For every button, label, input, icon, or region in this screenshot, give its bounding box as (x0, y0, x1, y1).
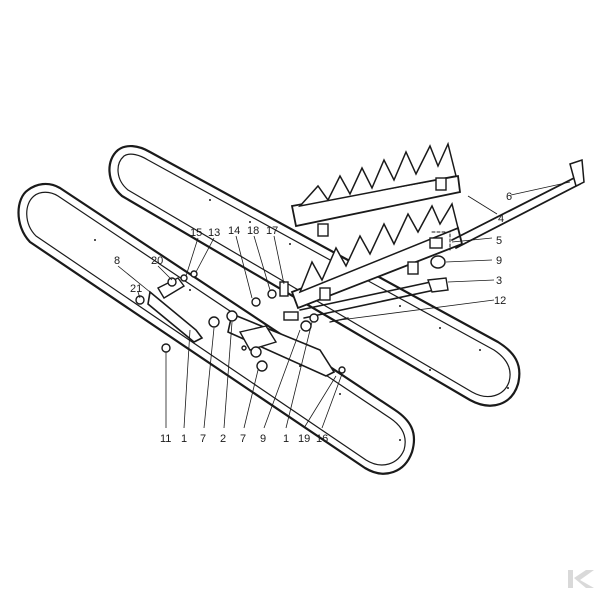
connecting-rod (299, 279, 445, 319)
cutter-bar-upper (290, 141, 461, 237)
callout-1: 1 (181, 433, 187, 445)
belt-left (17, 182, 416, 475)
callout-19: 19 (298, 433, 310, 445)
callout-18: 18 (247, 225, 259, 237)
bearing-parts-right (427, 231, 451, 293)
callout-6: 6 (506, 191, 512, 203)
callout-12: 12 (494, 295, 506, 307)
callout-9: 9 (496, 255, 502, 267)
callout-9: 9 (260, 433, 266, 445)
callout-16: 16 (316, 433, 328, 445)
callout-5: 5 (496, 235, 502, 247)
callout-21: 21 (130, 283, 142, 295)
left-lever-assembly (135, 270, 204, 353)
callout-7: 7 (240, 433, 246, 445)
callout-3: 3 (496, 275, 502, 287)
callout-14: 14 (228, 225, 240, 237)
callout-15: 15 (190, 227, 202, 239)
callout-13: 13 (208, 227, 220, 239)
callout-7: 7 (200, 433, 206, 445)
callout-20: 20 (151, 255, 163, 267)
part-callouts: 6 4 5 9 3 12 15 13 14 18 17 8 20 21 11 1… (114, 191, 512, 445)
callout-11: 11 (160, 433, 171, 445)
callout-1: 1 (283, 433, 289, 445)
leader-lines (117, 181, 571, 429)
callout-8: 8 (114, 255, 120, 267)
center-link-assembly (208, 281, 349, 377)
callout-17: 17 (266, 225, 278, 237)
cutter-bar-lower (290, 202, 464, 310)
callout-4: 4 (498, 213, 504, 225)
drive-rod (451, 158, 585, 249)
brand-logo (568, 570, 594, 588)
belt-right (94, 145, 521, 441)
callout-2: 2 (220, 433, 226, 445)
